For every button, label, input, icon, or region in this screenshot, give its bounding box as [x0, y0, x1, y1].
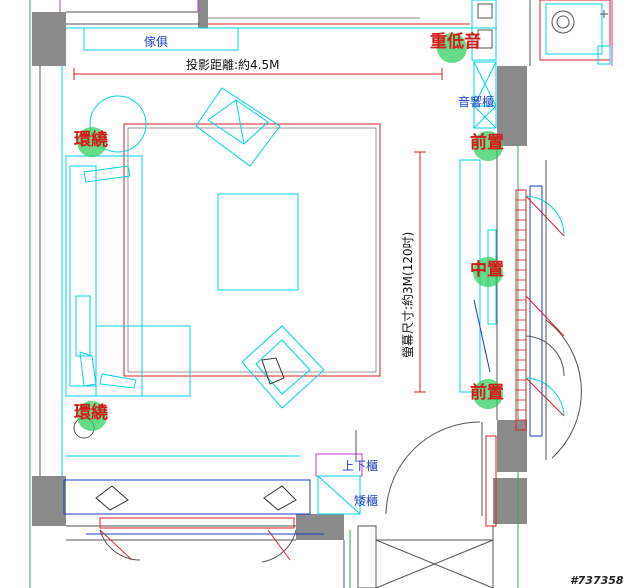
throw-distance-dimension [73, 68, 443, 80]
area-rug [123, 123, 381, 377]
audio-cabinet-column [473, 61, 497, 129]
speaker-marker-surround-top [77, 127, 107, 157]
front-top-label: 前置 [470, 132, 504, 153]
screen-size-label: 螢幕尺寸:約3M(120吋) [400, 232, 415, 358]
screen-size-dimension [414, 151, 426, 393]
fixture-circle [551, 10, 575, 34]
speaker-markers [77, 33, 503, 431]
armchair-top [195, 87, 281, 167]
screen-wall [459, 159, 582, 460]
side-table [89, 95, 147, 153]
furniture-label: 傢俱 [144, 34, 168, 49]
speaker-marker-subwoofer [437, 33, 467, 63]
wall-top-middle-column [198, 0, 208, 28]
low-cabinet-label: 矮櫃 [354, 494, 378, 508]
window-bench [63, 479, 324, 563]
furniture-cabinet [83, 27, 239, 51]
front-bottom-label: 前置 [470, 382, 504, 403]
sofa [65, 155, 191, 397]
surround-bottom-label: 環繞 [74, 402, 108, 423]
top-right-room [471, 0, 613, 66]
upper-lower-cabinet-label: 上下櫃 [342, 459, 378, 473]
coffee-table [217, 193, 299, 291]
bottom-cabinets [315, 421, 497, 588]
center-label: 中置 [470, 259, 504, 280]
wall-bottom-left-column [32, 476, 66, 526]
surround-top-label: 環繞 [74, 129, 108, 150]
wall-top-left-column [32, 12, 66, 66]
speaker-marker-front-top [473, 131, 503, 161]
subwoofer-label: 重低音 [430, 31, 481, 52]
wall-bottom-middle-column [296, 514, 344, 540]
throw-distance-label: 投影距離:約4.5M [186, 57, 279, 72]
audio-cabinet-label: 音響櫃 [458, 94, 494, 109]
structure-lines [29, 0, 519, 588]
armchair-bottom [241, 325, 325, 409]
wall-bottom-right-column [493, 478, 527, 524]
watermark: #737358 [570, 574, 624, 587]
walls [32, 0, 527, 540]
speaker-marker-front-bottom [473, 379, 503, 409]
wall-right-lower-column [497, 420, 527, 472]
wall-right-upper-column [497, 66, 527, 146]
speaker-marker-surround-bottom [77, 401, 107, 431]
speaker-marker-center [473, 257, 503, 287]
